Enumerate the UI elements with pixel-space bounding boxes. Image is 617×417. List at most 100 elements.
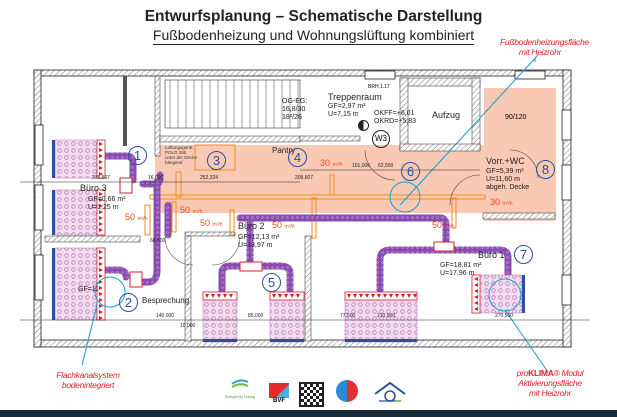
room-area: GF=18,81 m² (440, 262, 482, 269)
room-pantry-name: Pantry (272, 146, 296, 155)
dimension-lines (20, 169, 590, 321)
dimension-label: 85,000 (248, 313, 264, 319)
zone-number-3: 3 (207, 151, 226, 170)
bvf-text: BVF (273, 398, 285, 404)
zone-number-4: 4 (288, 148, 307, 167)
flow-label: 50 m³/h (432, 220, 455, 230)
dimension-label: 101,006 (352, 163, 371, 169)
flow-value: 30 (320, 158, 331, 168)
stairs-line: 16,8/30 (282, 106, 306, 113)
proklima-brand: KLIMA (528, 368, 554, 378)
windows (34, 70, 572, 306)
subtitle-text: Fußbodenheizung und Wohnungslüftung komb… (152, 27, 475, 45)
room-buero1-details: GF=18,81 m² U=17,96 m (440, 262, 481, 278)
zone-number-2: 2 (119, 293, 138, 312)
room-buero2-details: GF=12,13 m² U=13,97 m (238, 234, 279, 250)
page-title: Entwurfsplanung – Schematische Darstellu… (144, 8, 483, 25)
flow-label: 50 m³/h (272, 220, 295, 230)
room-note: abgeh. Decke (486, 184, 530, 191)
room-area: GF=2,97 m² (328, 103, 366, 110)
heating-zone (155, 88, 556, 221)
heating-panel (202, 291, 238, 343)
dimension-label: 270,500 (495, 313, 514, 319)
level-marker-icon (358, 120, 369, 131)
room-buero2-name: Büro 2 (238, 221, 265, 231)
heating-panel (344, 291, 418, 343)
bvf-logo: BVF (269, 383, 289, 405)
room-wc-name: Vorr.+WC (486, 156, 525, 166)
stairs-line: 18²/26 (282, 114, 302, 121)
house-logo-icon (373, 380, 407, 404)
annotation-line: bodenintegriert (61, 380, 115, 390)
room-perimeter: U=7,15 m (328, 111, 359, 118)
energiecity-swoosh-icon (231, 379, 249, 388)
vent-unit-line: POLO 250 (165, 150, 187, 155)
room-treppenraum-name: Treppenraum (328, 92, 382, 102)
dimension-label: 10,000 (180, 323, 196, 329)
heating-panel (52, 189, 106, 236)
leader-lines (81, 54, 549, 373)
zone-number-5: 5 (262, 273, 281, 292)
dimension-label: 77,500 (340, 313, 356, 319)
flat-duct-annotation: Flachkanalsystem bodenintegriert (48, 370, 128, 390)
zone-number-1: 1 (128, 146, 147, 165)
heating-pipes (144, 144, 486, 239)
level-labels: OKFF=+6,01 OKRD=+5,83 (374, 110, 416, 126)
annotation-line: mit Heizrohr (528, 388, 572, 398)
annotation-line: proKLIMA® Modul (510, 368, 590, 378)
dimension-label: 275,507 (92, 175, 111, 181)
room-aufzug-name: Aufzug (432, 110, 461, 120)
room-treppenraum-details: GF=2,97 m² U=7,15 m (328, 103, 366, 119)
thermal-logo-icon (336, 380, 358, 402)
zone-number-7: 7 (514, 245, 533, 264)
zone-number-6: 6 (401, 162, 420, 181)
flow-value: 50 (200, 218, 211, 228)
flow-unit: m³/h (444, 224, 455, 230)
zone-number-8: 8 (536, 160, 555, 179)
flow-unit: m³/h (502, 201, 513, 207)
vent-unit-label: Lüftungsgerät POLO 250 unter der Decke h… (165, 145, 197, 165)
dimension-label: 68,500 (150, 238, 166, 244)
dimension-label: 209,607 (295, 175, 314, 181)
energiecity-text: EnergieCity Leipzig (224, 395, 256, 399)
stairs-label: OG-EG: 16,8/30 18²/26 (282, 98, 307, 122)
vent-unit-line: hängend (165, 160, 183, 165)
flow-unit: m³/h (137, 216, 148, 222)
room-buero3-details: GF=0,66 m² U=1,25 m (88, 196, 126, 212)
room-wc-details: GF=5,39 m² U=11,60 m abgeh. Decke (486, 168, 529, 192)
flow-value: 50 (432, 220, 443, 230)
okff-label: OKFF=+6,01 (374, 110, 415, 117)
stairs-line: OG-EG: (282, 98, 308, 105)
proklima-prefix: pro (516, 368, 529, 378)
room-buero3-name: Büro 3 (80, 183, 107, 193)
shower-size: 90/120 (505, 114, 527, 121)
brh-label: BRH 1.17 (368, 84, 390, 90)
annotation-line: mit Heizrohr (518, 47, 562, 57)
room-area: GF=5,39 m² (486, 168, 524, 175)
flow-label: 30 m³/h (320, 158, 343, 168)
vent-unit-line: Lüftungsgerät (165, 145, 193, 150)
flow-unit: m³/h (332, 162, 343, 168)
proklima-annotation: proKLIMA® Modul Aktivierungsfläche mit H… (510, 368, 590, 398)
flow-unit: m³/h (212, 222, 223, 228)
room-area: GF=12,13 m² (238, 234, 280, 241)
flow-value: 50 (272, 220, 283, 230)
heating-panel (52, 139, 106, 179)
proklima-suffix: ® Modul (553, 368, 584, 378)
staircase (169, 80, 299, 128)
room-perimeter: U=13,97 m (238, 242, 273, 249)
flow-label: 30 m³/h (490, 197, 513, 207)
room-perimeter: U=1,25 m (88, 204, 119, 211)
page-subtitle: Fußbodenheizung und Wohnungslüftung komb… (0, 27, 617, 45)
dimension-label: 140,000 (156, 313, 175, 319)
room-perimeter: U=17,96 m (440, 270, 475, 277)
annotation-line: Flachkanalsystem (56, 370, 120, 380)
room-perimeter: U=11,60 m (486, 176, 520, 183)
annotation-line: Fußbodenheizungsfläche (500, 37, 589, 47)
room-buero1-name: Büro 1 (478, 250, 505, 260)
footer-bar (0, 410, 617, 417)
okrd-label: OKRD=+5,83 (374, 118, 417, 125)
dimension-label: 62,500 (378, 163, 394, 169)
dimension-label: 210,500 (377, 313, 396, 319)
